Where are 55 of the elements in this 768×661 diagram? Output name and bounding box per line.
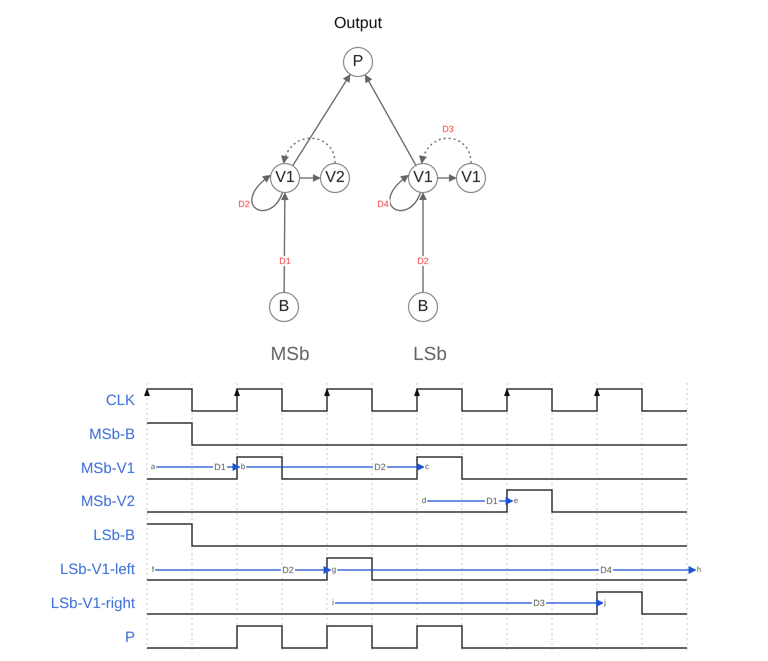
signal-name: LSb-V1-right [50, 594, 135, 612]
edge-label: D2 [416, 256, 430, 266]
point-label: h [696, 565, 702, 575]
point-label: g [330, 565, 338, 575]
edge-label: D2 [237, 199, 251, 209]
node-heading: Output [332, 15, 384, 34]
circle-node: B [408, 292, 438, 322]
signal-name: LSb-B [93, 526, 135, 544]
signal-name: MSb-V2 [80, 492, 135, 510]
arrow [427, 497, 514, 505]
point-label: a [150, 462, 156, 472]
arrow [438, 174, 457, 182]
circle-node: V1 [270, 163, 300, 193]
arrow [246, 463, 425, 471]
edge-label: D3 [441, 124, 455, 134]
group-label: LSb [413, 344, 447, 366]
arrow [419, 192, 427, 292]
signal-name: P [124, 628, 135, 646]
edge-label: D2 [281, 565, 295, 575]
edge-label: D1 [278, 256, 292, 266]
arrow [389, 174, 421, 212]
dotted-arrow [282, 138, 336, 164]
arrow [292, 74, 351, 166]
dotted-arrow [420, 138, 472, 164]
arrow [251, 174, 283, 212]
point-label: d [420, 496, 428, 506]
circle-node: V1 [408, 163, 438, 193]
arrow [155, 566, 332, 574]
circle-node: B [269, 292, 299, 322]
point-label: e [512, 496, 520, 506]
arrow [364, 74, 416, 166]
arrow [300, 174, 321, 182]
signal-name: CLK [106, 392, 135, 408]
signal-name: LSb-V1-left [60, 560, 135, 578]
point-label: f [150, 565, 156, 575]
signal-name: MSb-V1 [80, 460, 135, 476]
circle-node: V1 [456, 163, 486, 193]
arrow [337, 566, 697, 574]
edge-label: D1 [485, 496, 499, 506]
edge-label: D4 [376, 199, 390, 209]
point-label: b [240, 462, 246, 472]
group-label: MSb [270, 344, 310, 366]
edge-label: D2 [373, 462, 387, 472]
point-label: c [424, 462, 430, 472]
signal-name: MSb-B [89, 426, 135, 442]
point-label: j [603, 598, 607, 608]
circle-node: P [343, 47, 373, 77]
edge-label: D1 [213, 462, 227, 472]
circle-node: V2 [320, 163, 350, 193]
edge-label: D3 [532, 598, 546, 608]
arrow [156, 463, 241, 471]
edge-label: D4 [599, 565, 613, 575]
arrow [334, 599, 604, 607]
arrow [280, 192, 289, 292]
point-label: i [331, 598, 335, 608]
